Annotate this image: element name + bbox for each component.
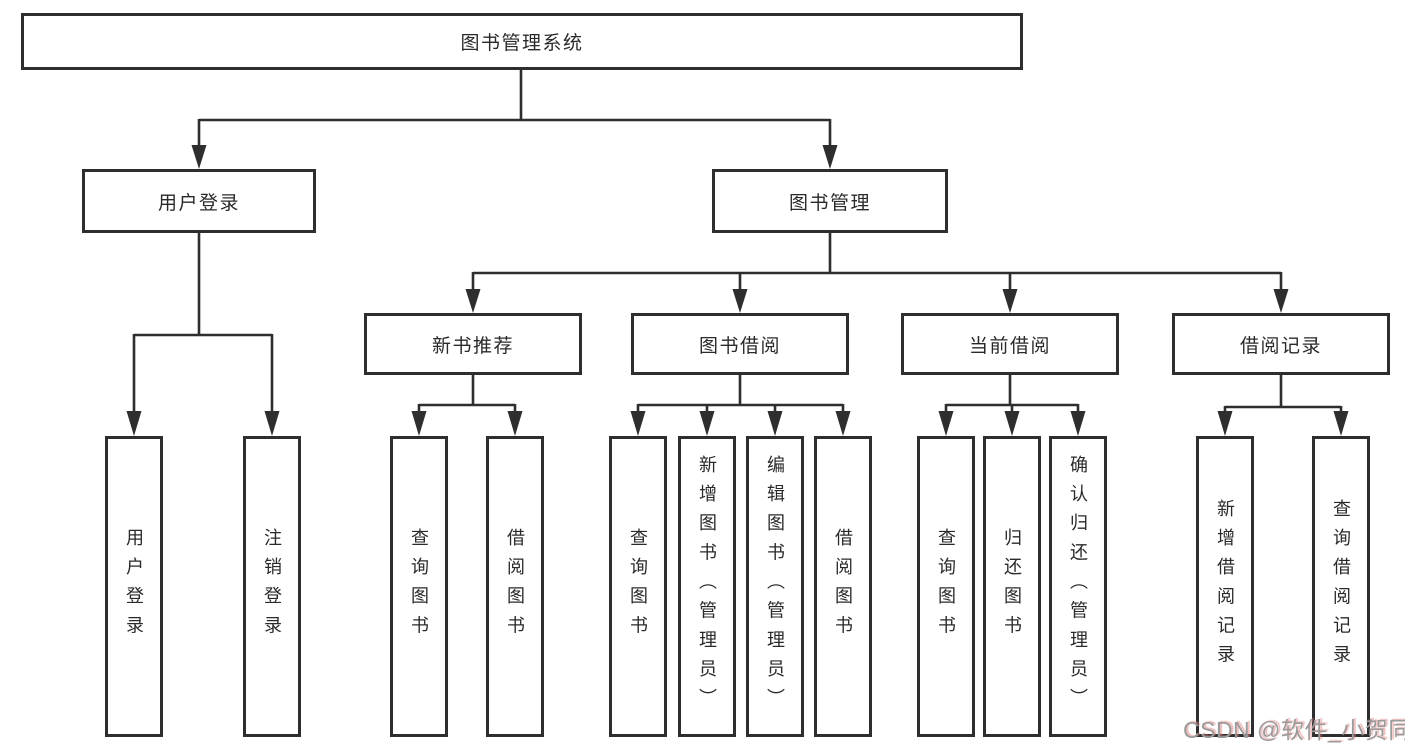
node-current-borrowing: 当前借阅 [901,313,1119,375]
leaf-borrow-books-recommend: 借阅图书 [486,436,544,737]
connector-arrowheads [126,145,1349,436]
leaf-logout-login: 注销登录 [243,436,301,737]
leaf-confirm-return-admin: 确认归还（管理员） [1049,436,1107,737]
leaf-query-borrow-record: 查询借阅记录 [1312,436,1370,737]
node-book-management: 图书管理 [712,169,948,233]
leaf-query-books-recommend: 查询图书 [390,436,448,737]
leaf-add-borrow-record: 新增借阅记录 [1196,436,1254,737]
node-user-login: 用户登录 [82,169,316,233]
leaf-edit-books-admin: 编辑图书（管理员） [746,436,804,737]
node-borrowing-records: 借阅记录 [1172,313,1390,375]
connector-strokes [132,69,1343,416]
leaf-add-books-admin: 新增图书（管理员） [678,436,736,737]
csdn-watermark: CSDN @软件_小贺同学 [1183,717,1405,743]
node-new-book-recommendation: 新书推荐 [364,313,582,375]
leaf-user-login: 用户登录 [105,436,163,737]
node-book-borrowing: 图书借阅 [631,313,849,375]
leaf-borrow-books-borrowing: 借阅图书 [814,436,872,737]
leaf-query-books-borrowing: 查询图书 [609,436,667,737]
leaf-query-books-current: 查询图书 [917,436,975,737]
leaf-return-books: 归还图书 [983,436,1041,737]
node-library-management-system: 图书管理系统 [21,13,1023,70]
